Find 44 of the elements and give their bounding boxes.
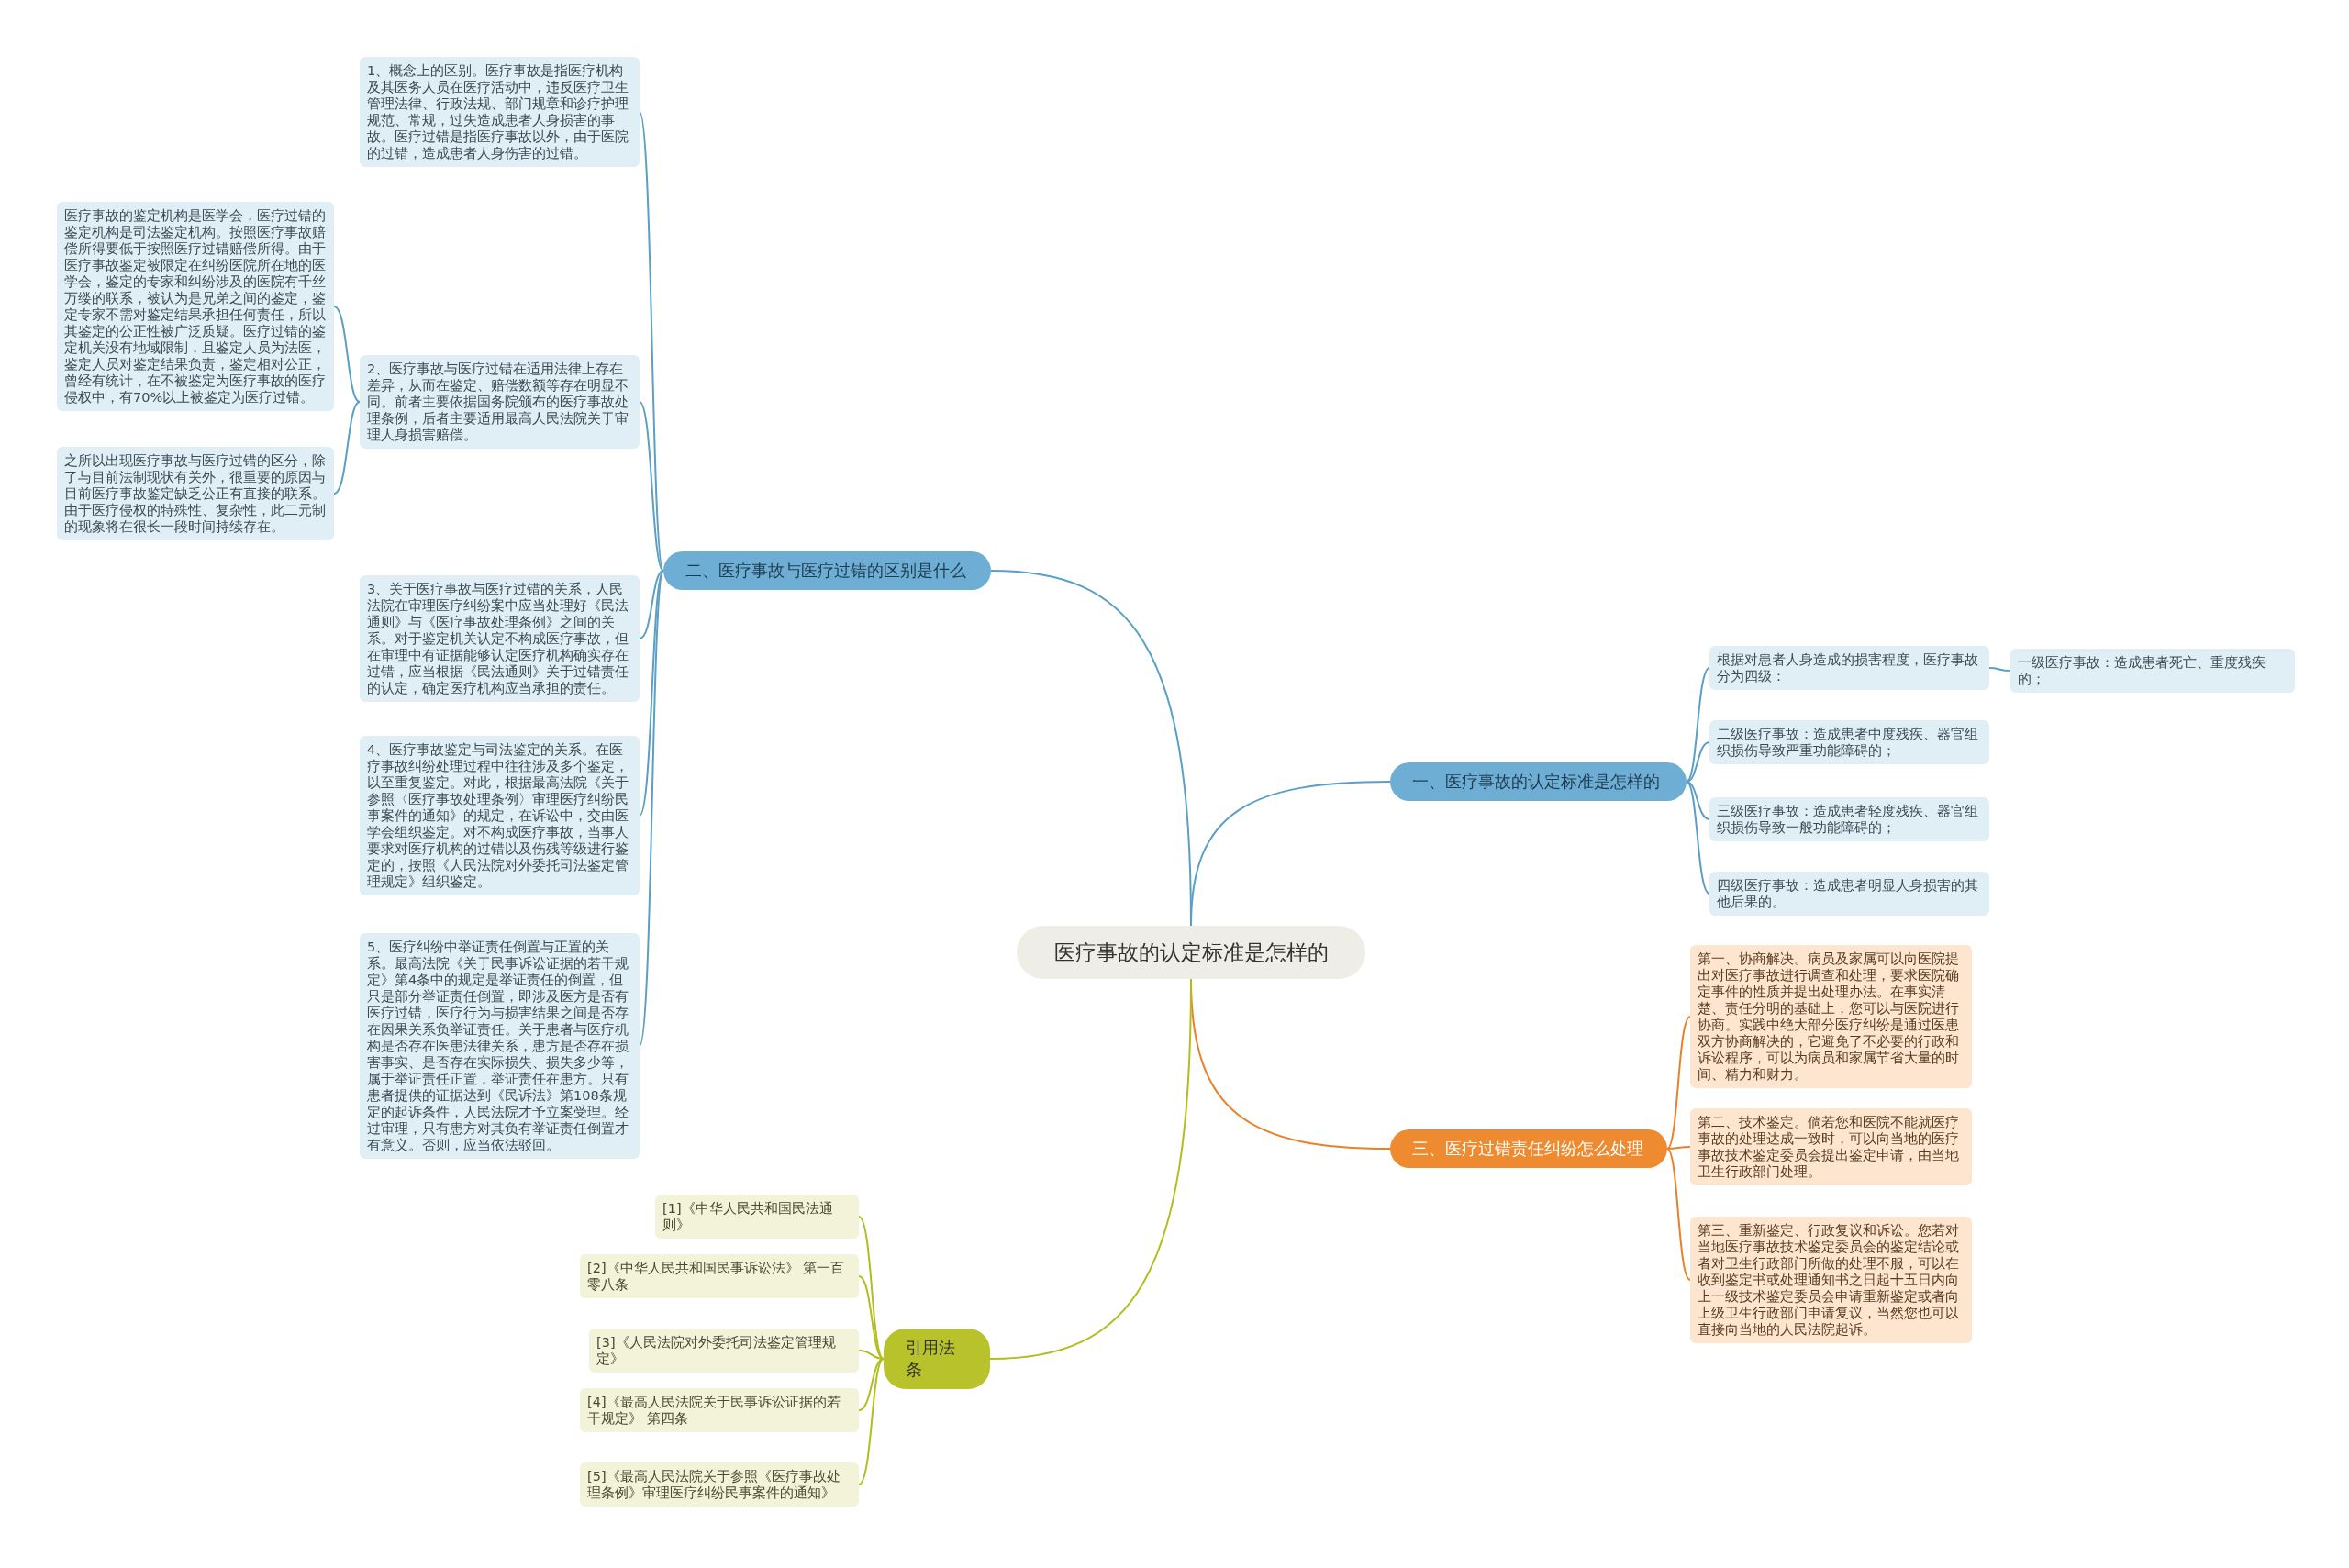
topic-box: 根据对患者人身造成的损害程度，医疗事故分为四级：	[1709, 646, 1989, 690]
topic-box: 2、医疗事故与医疗过错在适用法律上存在差异，从而在鉴定、赔偿数额等存在明显不同。前者主要依据国务院颁布的医疗事故处理条例，后者主要适用最高人民法院关于审理人身损害赔偿。	[360, 355, 640, 449]
topic-box: 二级医疗事故：造成患者中度残疾、器官组织损伤导致严重功能障碍的；	[1709, 720, 1989, 764]
branch-topic: 三、医疗过错责任纠纷怎么处理	[1390, 1129, 1667, 1168]
connector-line	[1666, 1016, 1691, 1150]
connector-line	[639, 401, 664, 572]
connector-line	[989, 978, 1192, 1360]
topic-box: [3]《人民法院对外委托司法鉴定管理规定》	[589, 1329, 859, 1373]
connector-line	[1666, 1146, 1691, 1150]
branch-topic: 二、医疗事故与医疗过错的区别是什么	[663, 551, 991, 590]
connector-line	[858, 1350, 885, 1360]
topic-box: 第二、技术鉴定。倘若您和医院不能就医疗事故的处理达成一致时，可以向当地的医疗事故技术鉴定委员会提出鉴定申请，由当地卫生行政部门处理。	[1690, 1108, 1972, 1185]
topic-box: 1、概念上的区别。医疗事故是指医疗机构及其医务人员在医疗活动中，违反医疗卫生管理法律、行政法规、部门规章和诊疗护理规范、常规，过失造成患者人身损害的事故。医疗过错是指医疗事故以外，由于医院的过错，造成患者人身伤害的过错。	[360, 57, 640, 167]
connector-line	[639, 570, 664, 817]
connector-line	[639, 570, 664, 1047]
branch-topic: 一、医疗事故的认定标准是怎样的	[1390, 762, 1687, 801]
topic-box: [5]《最高人民法院关于参照《医疗事故处理条例》审理医疗纠纷民事案件的通知》	[580, 1462, 859, 1507]
topic-box: 三级医疗事故：造成患者轻度残疾、器官组织损伤导致一般功能障碍的；	[1709, 797, 1989, 841]
branch-topic: 引用法条	[884, 1329, 990, 1389]
topic-box: 4、医疗事故鉴定与司法鉴定的关系。在医疗事故纠纷处理过程中往往涉及多个鉴定，以至重复鉴定。对此，根据最高法院《关于参照〈医疗事故处理条例〉审理医疗纠纷民事案件的通知》的规定，在诉讼中，交由医学会组织鉴定。对不构成医疗事故，当事人要求对医疗机构的过错以及伤残等级进行鉴定的，按照《人民法院对外委托司法鉴定管理规定》组织鉴定。	[360, 736, 640, 895]
topic-box: 之所以出现医疗事故与医疗过错的区分，除了与目前法制现状有关外，很重要的原因与目前医疗事故鉴定缺乏公正有直接的联系。由于医疗侵权的特殊性、复杂性，此二元制的现象将在很长一段时间持续存在。	[57, 447, 334, 540]
connector-line	[1686, 781, 1710, 895]
topic-box: [4]《最高人民法院关于民事诉讼证据的若干规定》 第四条	[580, 1388, 859, 1432]
connector-line	[1666, 1148, 1691, 1281]
connector-line	[333, 306, 361, 403]
connector-line	[639, 111, 664, 572]
topic-box: 一级医疗事故：造成患者死亡、重度残疾的；	[2010, 649, 2295, 693]
topic-box: 医疗事故的鉴定机构是医学会，医疗过错的鉴定机构是司法鉴定机构。按照医疗事故赔偿所得要低于按照医疗过错赔偿所得。由于医疗事故鉴定被限定在纠纷医院所在地的医学会，鉴定的专家和纠纷涉及的医院有千丝万缕的联系，被认为是兄弟之间的鉴定，鉴定专家不需对鉴定结果承担任何责任，所以其鉴定的公正性被广泛质疑。医疗过错的鉴定机关没有地域限制，且鉴定人员为法医，鉴定人员对鉴定结果负责，鉴定相对公正，曾经有统计，在不被鉴定为医疗事故的医疗侵权中，有70%以上被鉴定为医疗过错。	[57, 202, 334, 411]
connector-line	[1686, 781, 1710, 820]
connector-line	[858, 1275, 885, 1360]
topic-box: [2]《中华人民共和国民事诉讼法》 第一百零八条	[580, 1254, 859, 1298]
connector-line	[858, 1358, 885, 1485]
connector-line	[1988, 667, 2011, 672]
connector-line	[333, 401, 361, 495]
central-topic: 医疗事故的认定标准是怎样的	[1017, 926, 1365, 979]
topic-box: 第三、重新鉴定、行政复议和诉讼。您若对当地医疗事故技术鉴定委员会的鉴定结论或者对卫生行政部门所做的处理不服，可以在收到鉴定书或处理通知书之日起十五日内向上一级技术鉴定委员会申请重新鉴定或者向上级卫生行政部门申请复议，当然您也可以直接向当地的人民法院起诉。	[1690, 1217, 1972, 1343]
topic-box: 3、关于医疗事故与医疗过错的关系，人民法院在审理医疗纠纷案中应当处理好《民法通则》与《医疗事故处理条例》之间的关系。对于鉴定机关认定不构成医疗事故，但在审理中有证据能够认定医疗机构确实存在过错，应当根据《民法通则》关于过错责任的认定，确定医疗机构应当承担的责任。	[360, 575, 640, 702]
connector-line	[1686, 667, 1710, 783]
topic-box: 第一、协商解决。病员及家属可以向医院提出对医疗事故进行调查和处理，要求医院确定事件的性质并提出处理办法。在事实清楚、责任分明的基础上，您可以与医院进行协商。实践中绝大部分医疗纠纷是通过医患双方协商解决的，它避免了不必要的行政和诉讼程序，可以为病员和家属节省大量的时间、精力和财力。	[1690, 945, 1972, 1088]
connector-line	[1686, 741, 1710, 783]
topic-box: 5、医疗纠纷中举证责任倒置与正置的关系。最高法院《关于民事诉讼证据的若干规定》第4条中的规定是举证责任的倒置，但只是部分举证责任倒置，即涉及医方是否有医疗过错，医疗行为与损害结果之间是否存在因果关系负举证责任。关于患者与医疗机构是否存在医患法律关系，患方是否存在损害事实、是否存在实际损失、损失多少等，属于举证责任正置，举证责任在患方。只有患者提供的证据达到《民诉法》第108条规定的起诉条件，人民法院才予立案受理。经过审理，只有患方对其负有举证责任倒置才有意义。否则，应当依法驳回。	[360, 933, 640, 1159]
connector-line	[639, 570, 664, 639]
topic-box: [1]《中华人民共和国民法通则》	[655, 1195, 859, 1239]
topic-box: 四级医疗事故：造成患者明显人身损害的其他后果的。	[1709, 872, 1989, 916]
